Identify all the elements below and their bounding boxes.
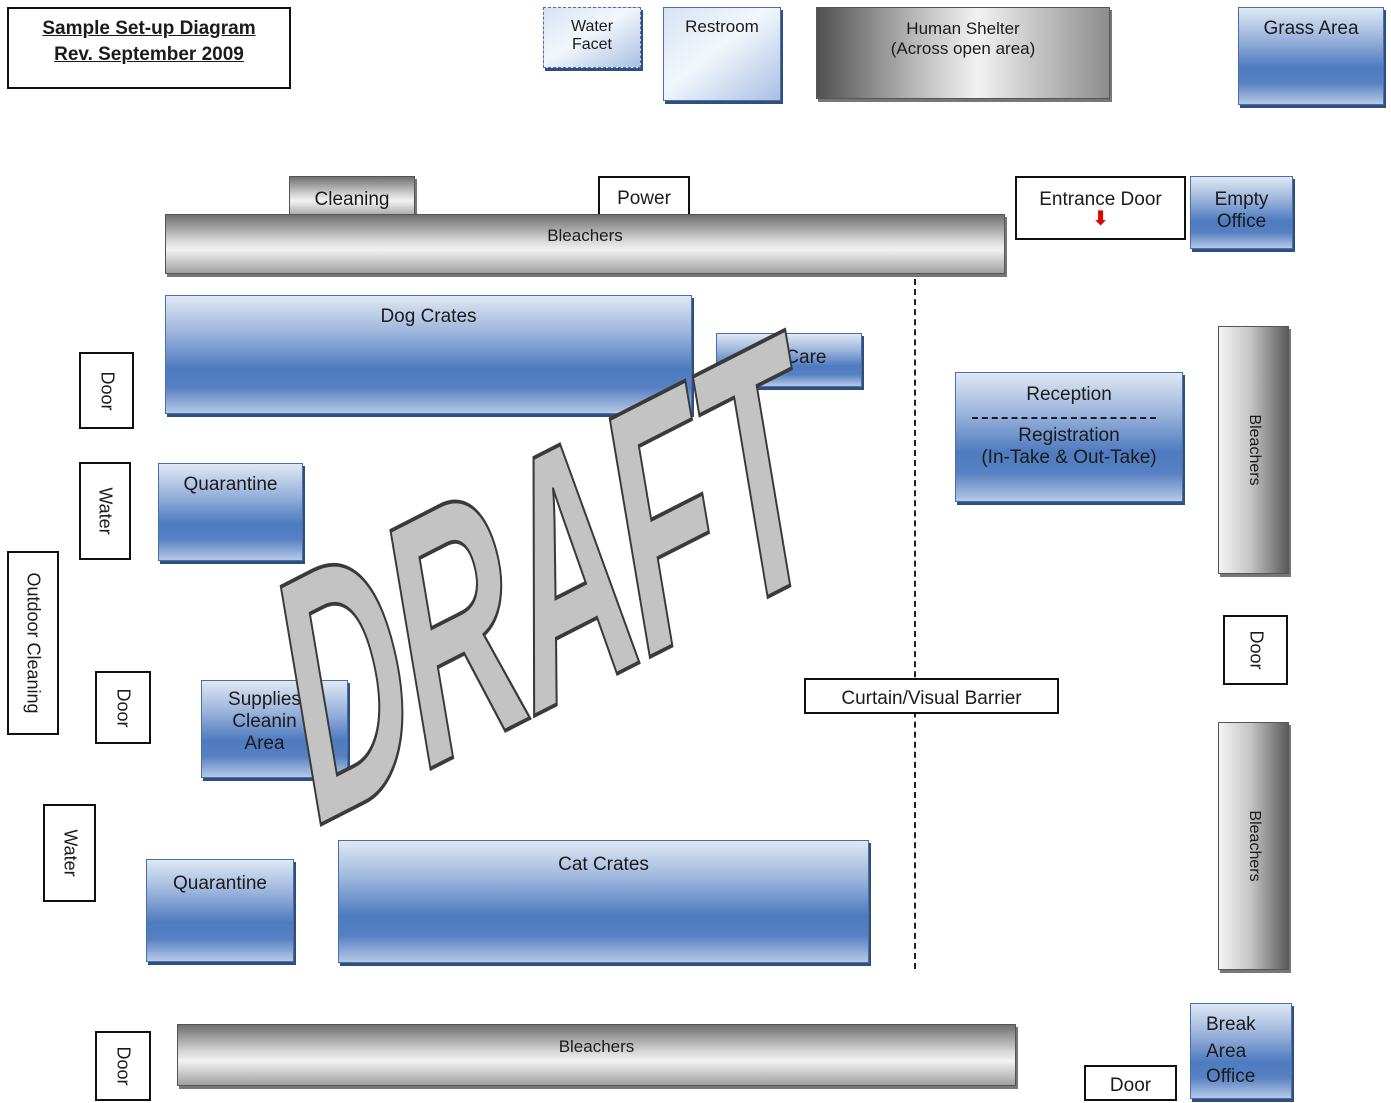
registration-label-2: (In-Take & Out-Take) xyxy=(981,447,1157,468)
empty-office-box: Empty Office xyxy=(1190,176,1293,249)
cat-crates-label: Cat Crates xyxy=(558,854,649,875)
break-label-3: Office xyxy=(1206,1066,1256,1087)
bleachers-top: Bleachers xyxy=(165,214,1005,274)
bleachers-right-1: Bleachers xyxy=(1218,326,1289,574)
door-left-2: Door xyxy=(95,671,151,744)
cleaning-label: Cleaning xyxy=(314,189,390,210)
curtain-line xyxy=(914,279,916,969)
break-label-1: Break xyxy=(1206,1014,1256,1035)
title-line-2: Rev. September 2009 xyxy=(54,44,244,65)
entrance-door-label: Entrance Door xyxy=(1039,189,1162,210)
door-bottom: Door xyxy=(1084,1065,1177,1101)
dog-crates-box: Dog Crates xyxy=(165,295,692,414)
empty-office-label-1: Empty xyxy=(1214,189,1269,210)
cat-crates-box: Cat Crates xyxy=(338,840,869,963)
dog-crates-label: Dog Crates xyxy=(380,306,477,327)
quarantine-1-label: Quarantine xyxy=(183,474,278,495)
quarantine-2-label: Quarantine xyxy=(172,873,267,894)
water-facet-label-2: Facet xyxy=(571,36,612,53)
registration-label-1: Registration xyxy=(1018,425,1120,446)
reception-box: Reception Registration (In-Take & Out-Ta… xyxy=(955,372,1183,502)
human-shelter-label-1: Human Shelter xyxy=(906,19,1020,38)
grass-area-label: Grass Area xyxy=(1263,18,1359,39)
outdoor-cleaning-box: Outdoor Cleaning xyxy=(7,551,59,735)
supplies-label-2: Cleanin xyxy=(232,711,297,732)
door-bottom-label: Door xyxy=(1109,1075,1152,1096)
supplies-label-1: Supplies xyxy=(228,689,301,710)
bleachers-bottom-label: Bleachers xyxy=(558,1037,635,1056)
pet-care-label: Pet Care xyxy=(751,347,827,368)
water-left-1: Water xyxy=(79,462,131,560)
break-label-2: Area xyxy=(1206,1041,1247,1062)
bleachers-top-label: Bleachers xyxy=(547,226,623,245)
break-area-office-box: Break Area Office xyxy=(1190,1003,1292,1099)
door-left-1: Door xyxy=(79,352,134,429)
quarantine-2-box: Quarantine xyxy=(146,859,294,962)
entrance-door-box: Entrance Door ⬇ xyxy=(1015,176,1186,240)
human-shelter-label-2: (Across open area) xyxy=(890,39,1036,58)
supplies-label-3: Area xyxy=(244,733,285,754)
grass-area-box: Grass Area xyxy=(1238,7,1384,105)
water-facet-box: Water Facet xyxy=(543,7,641,68)
quarantine-1-box: Quarantine xyxy=(158,463,303,561)
entrance-arrow-icon: ⬇ xyxy=(1092,208,1109,230)
curtain-label: Curtain/Visual Barrier xyxy=(841,688,1022,709)
power-label: Power xyxy=(617,188,671,209)
pet-care-box: Pet Care xyxy=(716,333,862,387)
restroom-label: Restroom xyxy=(685,17,759,36)
supplies-cleaning-box: Supplies Cleanin Area xyxy=(201,680,348,778)
draft-watermark-text: DRAFT xyxy=(238,258,866,897)
reception-divider xyxy=(972,417,1156,419)
curtain-box: Curtain/Visual Barrier xyxy=(804,678,1059,714)
water-facet-label-1: Water xyxy=(570,18,614,35)
bleachers-bottom: Bleachers xyxy=(177,1024,1016,1086)
door-right-mid: Door xyxy=(1223,615,1288,685)
human-shelter-box: Human Shelter (Across open area) xyxy=(816,7,1110,99)
restroom-box: Restroom xyxy=(663,7,781,101)
water-left-2: Water xyxy=(43,804,96,902)
bleachers-right-2: Bleachers xyxy=(1218,722,1289,970)
reception-label: Reception xyxy=(1026,384,1112,405)
door-left-bottom: Door xyxy=(95,1031,151,1101)
title-line-1: Sample Set-up Diagram xyxy=(42,18,256,39)
empty-office-label-2: Office xyxy=(1216,211,1267,232)
title-box: Sample Set-up Diagram Rev. September 200… xyxy=(7,7,291,89)
